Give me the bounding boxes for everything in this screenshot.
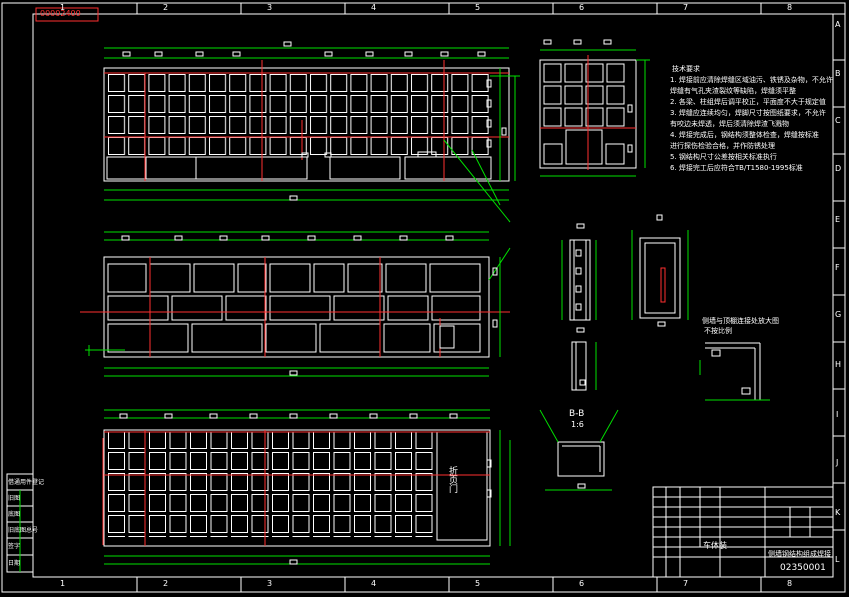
- column-label-bottom-6: 6: [579, 579, 585, 588]
- side-wall-elevation-top: [103, 41, 520, 223]
- row-label-e: E: [835, 215, 841, 224]
- column-label-bottom-1: 1: [60, 579, 66, 588]
- row-label-i: I: [836, 410, 839, 419]
- column-label-bottom-3: 3: [267, 579, 273, 588]
- register-row-0: 借通用件登记: [8, 479, 45, 486]
- section-bb-view: [539, 409, 619, 491]
- column-label-bottom-8: 8: [787, 579, 793, 588]
- column-label-6: 6: [579, 3, 585, 12]
- column-label-bottom-4: 4: [371, 579, 377, 588]
- row-label-a: A: [835, 20, 841, 29]
- side-wall-inner-view: [80, 231, 511, 377]
- row-label-k: K: [835, 508, 841, 517]
- section-label: B-B: [569, 409, 585, 419]
- post-detail-small: [571, 341, 597, 391]
- door-frame-view: [631, 214, 689, 327]
- row-label-c: C: [835, 116, 841, 125]
- end-wall-view: [539, 39, 650, 177]
- row-label-b: B: [835, 69, 841, 78]
- drawing-stamp-box: [35, 7, 99, 22]
- register-row-5: 日期: [8, 560, 21, 567]
- drawing-stamp: 00002400: [40, 9, 81, 18]
- notes-line: 进行探伤检验合格，并作防锈处理: [670, 142, 775, 150]
- row-label-l: L: [835, 555, 840, 564]
- detail-note-2: 不按比例: [704, 327, 732, 335]
- notes-line: 3. 焊缝应连续均匀，焊脚尺寸按图纸要求，不允许: [670, 109, 826, 117]
- title-cell: 车体装: [703, 541, 727, 550]
- left-register-table: [6, 473, 34, 573]
- register-row-4: 签字: [8, 543, 21, 550]
- register-row-1: 旧图: [8, 495, 21, 502]
- column-label-bottom-5: 5: [475, 579, 481, 588]
- register-row-2: 底图: [8, 511, 21, 518]
- notes-line: 5. 钢结构尺寸公差按相关标准执行: [670, 153, 777, 161]
- row-label-f: F: [835, 263, 840, 272]
- column-ticks: [136, 3, 762, 592]
- column-label-5: 5: [475, 3, 481, 12]
- column-label-8: 8: [787, 3, 793, 12]
- door-label: 折页门: [447, 466, 457, 493]
- technical-requirements: 技术要求 1. 焊接前应清除焊缝区域油污、铁锈及杂物，不允许 焊缝有气孔夹渣裂纹…: [670, 64, 834, 174]
- column-label-2: 2: [163, 3, 169, 12]
- notes-line: 1. 焊接前应清除焊缝区域油污、铁锈及杂物，不允许: [670, 76, 833, 84]
- post-section-view: [561, 223, 597, 333]
- row-ticks: [833, 59, 845, 531]
- notes-line: 6. 焊接完工后应符合TB/T1580-1995标准: [670, 164, 803, 172]
- notes-line: 4. 焊接完成后，钢结构须整体检查，焊缝按标准: [670, 131, 819, 139]
- title-block: [652, 486, 834, 578]
- row-label-g: G: [835, 310, 842, 319]
- column-label-bottom-7: 7: [683, 579, 689, 588]
- notes-line: 2. 各梁、柱组焊后调平校正，平面度不大于规定值: [670, 98, 826, 106]
- row-label-h: H: [835, 360, 842, 369]
- subtitle-cell: 侧墙钢结构组成焊接: [768, 550, 831, 558]
- drawing-number: 02350001: [780, 563, 826, 573]
- column-label-4: 4: [371, 3, 377, 12]
- notes-heading: 技术要求: [672, 65, 700, 73]
- notes-line: 有咬边未焊透，焊后须清除焊渣飞溅物: [670, 120, 789, 128]
- register-row-3: 旧底图总号: [8, 527, 39, 534]
- detail-note-1: 侧墙与顶棚连接处放大图: [702, 317, 779, 325]
- column-label-bottom-2: 2: [163, 579, 169, 588]
- column-label-7: 7: [683, 3, 689, 12]
- side-wall-outer-view: [102, 409, 511, 565]
- column-label-1: 1: [60, 3, 66, 12]
- row-label-j: J: [836, 458, 839, 467]
- column-label-3: 3: [267, 3, 273, 12]
- notes-line: 焊缝有气孔夹渣裂纹等缺陷，焊缝须平整: [670, 87, 796, 95]
- corner-joint-detail: [699, 342, 770, 401]
- section-scale: 1:6: [571, 420, 584, 429]
- row-label-d: D: [835, 164, 842, 173]
